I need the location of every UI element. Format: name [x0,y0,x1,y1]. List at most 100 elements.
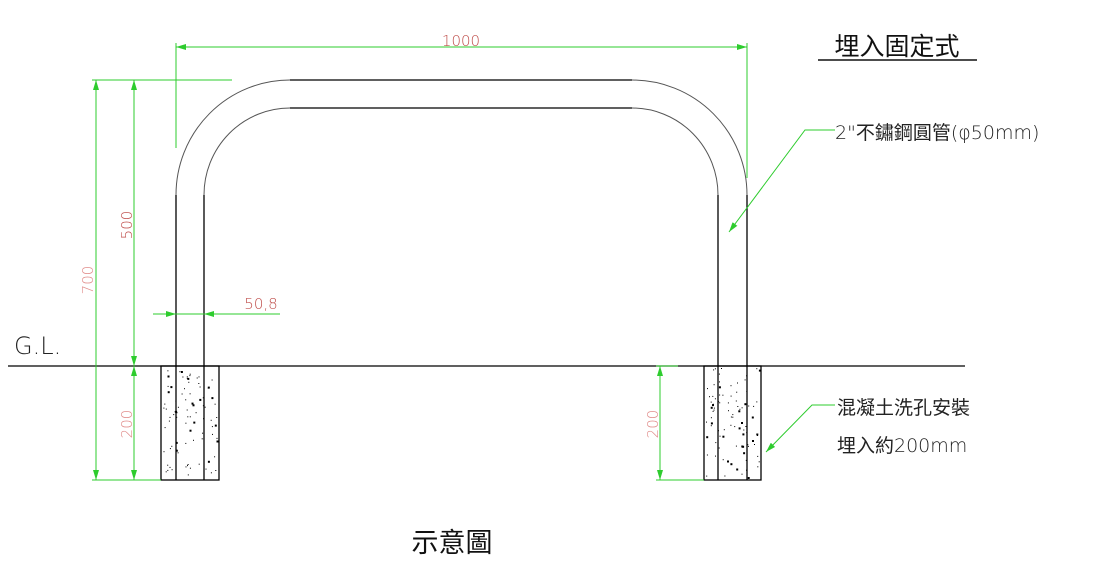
concrete-dot [202,397,204,399]
concrete-dot [727,402,729,404]
concrete-dot [756,368,758,370]
concrete-dot [186,376,188,378]
concrete-dot [706,436,709,439]
concrete-dot [735,400,737,402]
concrete-dot [747,445,749,447]
concrete-dot [189,393,191,395]
concrete-dot [712,395,714,397]
concrete-dot [747,444,749,446]
concrete-dot [735,445,737,447]
concrete-dot [746,432,748,434]
concrete-dot [738,410,741,413]
concrete-dot [202,432,204,434]
concrete-dot [718,430,719,432]
concrete-dot [167,385,169,387]
concrete-dot [175,441,178,444]
concrete-dot [167,375,170,378]
concrete-dot [732,414,734,416]
concrete-dot [195,412,197,414]
concrete-dot [189,416,191,418]
concrete-note-line2: 埋入約200mm [837,435,967,457]
concrete-dot [746,375,748,377]
concrete-dot [736,391,738,393]
concrete-dot [186,409,188,411]
pipe-leader [728,129,835,233]
concrete-dot [730,385,732,387]
concrete-dot [164,427,166,429]
concrete-dot [734,426,736,428]
concrete-dot [739,408,741,410]
concrete-dot [722,459,724,461]
concrete-dot [751,416,754,419]
concrete-dot [754,444,755,445]
concrete-dot [712,410,714,412]
concrete-dot [743,452,746,455]
concrete-dot [164,403,166,405]
concrete-dot [710,406,713,409]
concrete-dot [175,449,177,451]
concrete-dot [718,386,721,389]
concrete-dot [710,417,712,419]
concrete-dot [193,439,194,441]
dim-total-height: 700 [79,266,97,295]
concrete-dot [743,429,745,431]
concrete-dot [198,376,200,378]
concrete-dot [184,388,185,390]
concrete-dot [706,475,708,477]
concrete-dot [757,455,759,457]
concrete-dot [185,422,187,424]
concrete-dot [182,376,184,378]
concrete-dot [214,424,217,427]
concrete-dot [713,369,715,371]
concrete-dot [203,438,205,440]
concrete-dot [165,471,167,473]
concrete-dot [169,448,171,450]
concrete-dot [730,463,733,466]
u-pipe [175,79,748,480]
concrete-dot [189,375,191,377]
concrete-dot [748,405,750,407]
concrete-dot [714,368,716,370]
concrete-dot [214,456,216,458]
concrete-dot [170,386,173,389]
dim-embed-right: 200 [644,410,662,439]
concrete-dot [719,394,721,396]
concrete-dot [712,404,714,407]
concrete-dot [706,421,707,423]
dim-width: 1000 [442,32,480,50]
concrete-dot [187,416,189,418]
concrete-dot [721,368,722,369]
concrete-dot [175,449,178,452]
concrete-dot [203,454,205,456]
concrete-dot [163,451,165,453]
concrete-dot [709,396,710,398]
concrete-dot [718,447,720,449]
concrete-footing-left [160,365,220,481]
concrete-dot [710,425,712,427]
concrete-dot [713,384,715,386]
concrete-dot [741,473,743,475]
concrete-dot [212,433,213,435]
dim-embed-left: 200 [118,410,136,439]
concrete-dot [756,401,758,403]
concrete-dot [211,426,213,428]
concrete-dot [719,435,721,437]
concrete-dot [712,403,714,405]
concrete-dot [163,407,165,409]
concrete-dot [189,467,191,469]
concrete-dot [730,395,732,397]
concrete-dot [215,470,217,471]
concrete-dot [198,463,200,465]
concrete-dot [175,410,178,413]
concrete-dot [185,399,187,401]
concrete-dot [189,373,191,375]
caption: 示意圖 [412,528,493,559]
concrete-dot [745,459,747,461]
pipe-note: 2"不鏽鋼圓管(φ50mm) [835,122,1039,144]
concrete-dot [707,388,708,390]
concrete-dot [179,371,181,373]
concrete-dot [203,418,204,420]
concrete-footing-right [703,365,762,481]
concrete-dot [742,433,745,436]
